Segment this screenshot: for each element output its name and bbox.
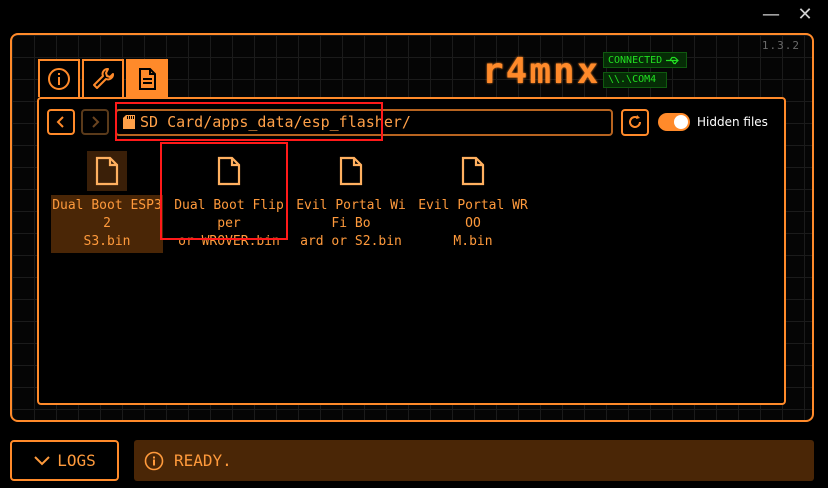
minimize-icon[interactable]: — <box>762 4 780 25</box>
tab-info[interactable] <box>38 59 80 97</box>
file-icon-box <box>209 151 249 191</box>
toggle-knob <box>674 115 688 129</box>
logs-button[interactable]: LOGS <box>10 440 119 481</box>
chevron-left-icon <box>56 116 64 128</box>
version-label: 1.3.2 <box>761 39 800 52</box>
file-icon <box>461 156 485 186</box>
status-text: READY. <box>174 451 232 470</box>
tab-files[interactable] <box>126 59 168 97</box>
connection-status: CONNECTED <box>608 54 663 66</box>
usb-icon <box>666 56 680 64</box>
hidden-files-toggle[interactable] <box>658 113 690 131</box>
close-icon[interactable]: ✕ <box>797 4 813 25</box>
refresh-button[interactable] <box>621 108 649 136</box>
chevron-down-icon <box>34 455 50 465</box>
file-icon-box <box>87 151 127 191</box>
sd-card-icon <box>123 115 135 129</box>
hidden-files-label: Hidden files <box>697 115 768 129</box>
chevron-right-icon <box>92 116 100 128</box>
file-browser-panel: SD Card/apps_data/esp_flasher/ Hidden fi… <box>37 97 786 405</box>
connection-badge: CONNECTED <box>603 52 688 68</box>
status-bar: READY. <box>134 440 814 481</box>
tab-bar <box>38 59 168 97</box>
file-icon <box>217 156 241 186</box>
forward-button[interactable] <box>81 109 109 135</box>
window-controls: — ✕ <box>762 6 814 24</box>
file-icon-box <box>453 151 493 191</box>
refresh-icon <box>629 115 641 128</box>
file-icon-box <box>331 151 371 191</box>
logs-label: LOGS <box>57 451 96 470</box>
file-icon <box>95 156 119 186</box>
file-toolbar: SD Card/apps_data/esp_flasher/ Hidden fi… <box>47 107 774 137</box>
info-icon <box>48 68 70 90</box>
wrench-icon <box>93 68 114 89</box>
back-button[interactable] <box>47 109 75 135</box>
path-input[interactable]: SD Card/apps_data/esp_flasher/ <box>115 108 613 136</box>
brand-logo: r4mnx <box>482 51 601 92</box>
file-icon <box>339 156 363 186</box>
document-icon <box>139 68 156 90</box>
device-status: CONNECTED \\.\COM4 <box>603 52 688 88</box>
tab-tools[interactable] <box>82 59 124 97</box>
path-text: SD Card/apps_data/esp_flasher/ <box>140 113 411 131</box>
port-badge: \\.\COM4 <box>603 72 667 88</box>
info-icon <box>144 451 164 470</box>
